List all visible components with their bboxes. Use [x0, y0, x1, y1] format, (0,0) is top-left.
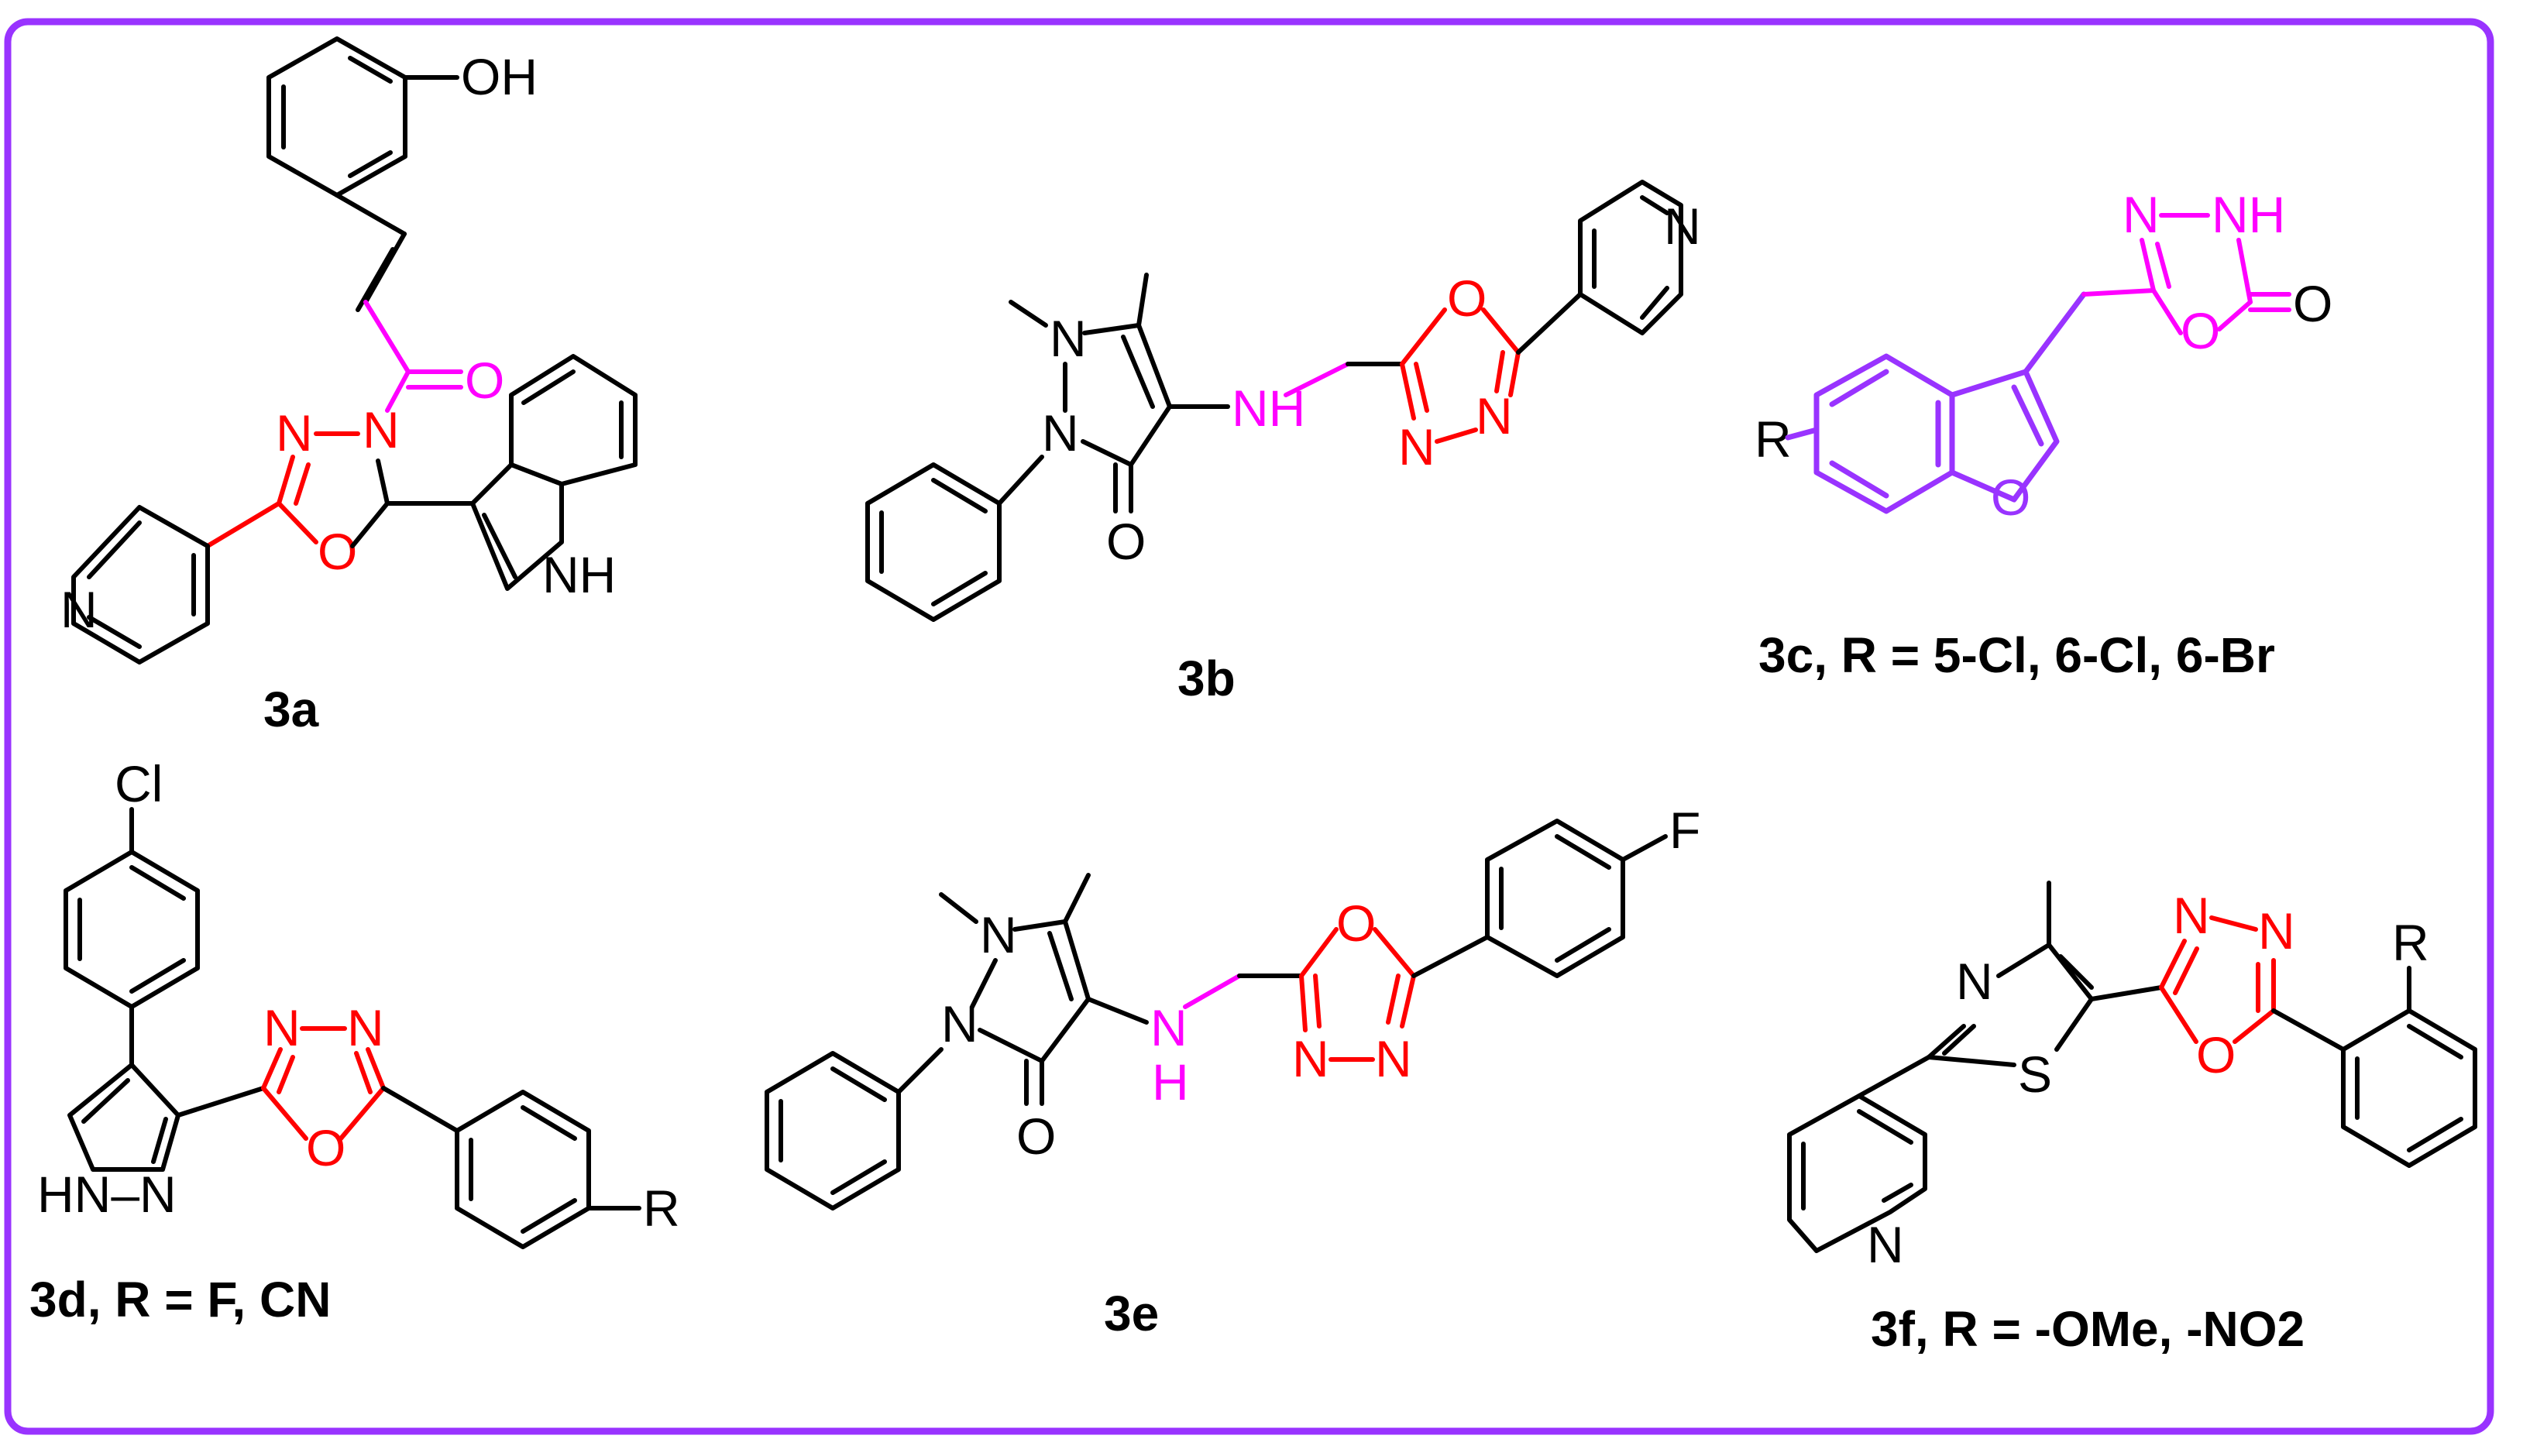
atom-o-furan-3c: O — [1991, 469, 2030, 526]
atom-n-pyr-3b: N — [1664, 197, 1701, 255]
atom-nh-3b: NH — [1232, 379, 1305, 437]
atom-n-mid-3b: N — [1042, 404, 1079, 462]
atom-o-ring-3a: O — [318, 523, 357, 580]
phenol-ring-3a — [266, 36, 407, 197]
atom-nh-3c: NH — [2212, 186, 2285, 243]
atom-r-3d: R — [643, 1180, 680, 1237]
atom-n1-3e: N — [1292, 1030, 1329, 1087]
compound-label-3f: 3f, R = -OMe, -NO2 — [1871, 1301, 2305, 1357]
atom-n-top-3b: N — [1050, 310, 1087, 367]
compound-3a: OH O N N O N NH 3a — [60, 36, 638, 737]
phenyl-ring-3b — [865, 462, 1002, 622]
compound-3e: N N O N H O N N F 3e — [765, 802, 1700, 1341]
atom-r-3f: R — [2392, 914, 2429, 971]
compound-label-3a: 3a — [263, 682, 319, 737]
atom-n-3c: N — [2123, 186, 2160, 243]
indole-pyrrole-3a — [470, 462, 564, 591]
atom-o-ring-3e: O — [1336, 895, 1376, 952]
chlorophenyl-ring-3d — [64, 850, 200, 1009]
pyridine-ring-3a — [71, 505, 210, 664]
pyridine-ring-3f — [1787, 1094, 1927, 1253]
atom-n1-3b: N — [1398, 418, 1435, 476]
compound-label-3b: 3b — [1177, 651, 1236, 706]
figure-frame — [4, 18, 2494, 1435]
furan-ring-3c — [1949, 369, 2060, 503]
compound-label-3e: 3e — [1104, 1286, 1159, 1341]
atom-s-3f: S — [2018, 1046, 2052, 1103]
atom-h-link-3e: H — [1152, 1053, 1189, 1111]
benzene-ring-3c — [1813, 353, 1955, 514]
atom-n-pyr-3f: N — [1867, 1216, 1904, 1273]
atom-o-carbonyl-3e: O — [1016, 1107, 1056, 1165]
phenyl-ring-3f — [2341, 1008, 2477, 1168]
atom-n2-3d: N — [347, 999, 384, 1056]
atom-nh-3a: NH — [542, 546, 616, 603]
pyridine-ring-3b — [1578, 180, 1683, 335]
atom-n2-3e: N — [1375, 1030, 1412, 1087]
compound-3f: N N S N N O R 3f, R = -OMe, -NO2 — [1787, 881, 2477, 1357]
atom-o-carbonyl-3a: O — [465, 352, 504, 409]
compound-label-3c: 3c, R = 5-Cl, 6-Cl, 6-Br — [1758, 627, 2275, 683]
atom-o-ring-3d: O — [306, 1119, 345, 1176]
atom-n1-3d: N — [263, 999, 301, 1056]
atom-o-ring-3f: O — [2196, 1026, 2236, 1083]
atom-r-3c: R — [1755, 410, 1792, 468]
atom-n-link-3e: N — [1150, 999, 1188, 1056]
compound-3b: N N O NH O N N N 3b — [865, 180, 1701, 706]
atom-f-3e: F — [1669, 802, 1700, 859]
atom-n-pyr-3a: N — [60, 581, 98, 638]
atom-hn-n-3d: HN–N — [37, 1166, 177, 1223]
atom-n-thz-3f: N — [1956, 953, 1993, 1010]
atom-n2-3f: N — [2258, 902, 2295, 960]
atom-cl-3d: Cl — [115, 755, 163, 812]
atom-o-carbonyl-3b: O — [1106, 513, 1146, 570]
atom-n-top-3e: N — [980, 906, 1017, 963]
atom-o-ring-3b: O — [1447, 270, 1487, 327]
fluorophenyl-ring-3e — [1485, 819, 1625, 978]
atom-n2-3b: N — [1476, 387, 1513, 445]
phenyl-ring-3d — [455, 1090, 591, 1249]
phenyl-ring-3e — [765, 1051, 901, 1210]
atom-n2-3a: N — [363, 401, 400, 458]
atom-o-carbonyl-3c: O — [2293, 275, 2332, 332]
compound-3c: R O N NH O O 3c, R = 5-Cl, 6-Cl, 6-Br — [1755, 186, 2332, 683]
pyrazole-ring-3d — [67, 1063, 180, 1172]
atom-o-ring-3c: O — [2181, 302, 2220, 359]
compound-3d: Cl HN–N N N O R 3d, R = F, CN — [29, 755, 680, 1327]
indole-benzene-3a — [509, 354, 638, 486]
atom-oh-3a: OH — [461, 48, 538, 105]
compound-label-3d: 3d, R = F, CN — [29, 1272, 331, 1327]
atom-n1-3a: N — [276, 404, 313, 462]
atom-n1-3f: N — [2173, 887, 2210, 944]
